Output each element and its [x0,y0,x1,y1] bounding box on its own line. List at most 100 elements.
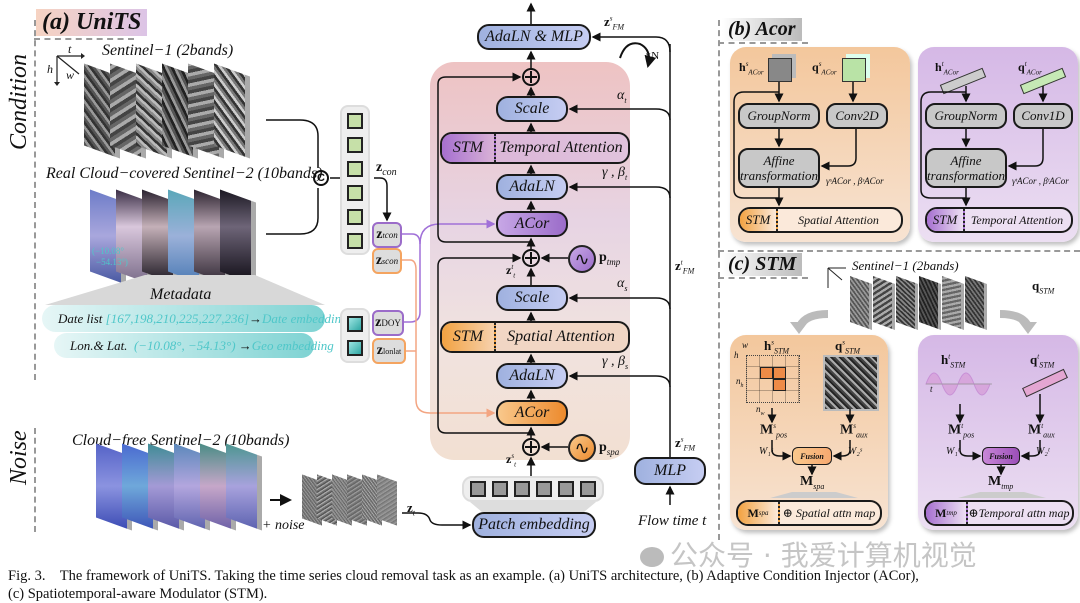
cloudy-frame [220,189,256,285]
stm-spatial-part: STM [442,323,496,351]
z-fm-s-label: zsFM [675,435,696,453]
residual-add-top [522,68,540,86]
stm-frame [942,275,964,331]
stm-part: STM [927,209,965,231]
stm-frame [873,275,895,331]
panel-b-left-border [718,20,720,540]
patch-token [580,481,596,497]
panel-c-title-underline [718,277,808,279]
w2-s-label: W₂ˢ [848,446,862,457]
patch-cell [760,367,773,379]
h-acor-t-label: htACor [935,60,959,77]
metadata-token [347,316,363,332]
lonlat-label: Lon.& Lat. [70,337,128,353]
caption-line-1: Fig. 3. The framework of UniTS. Taking t… [8,568,919,584]
flow-time-label: Flow time t [638,513,707,529]
stm-frame [850,275,872,331]
patch-token [470,481,486,497]
panel-a-title: (a) UniTS [36,9,148,36]
n-h-label: nh [736,376,744,389]
date-list-values: [167,198,210,225,227,236] [105,310,250,326]
z-t-t-label: ztt [506,263,516,280]
fusion-temporal-box: Fusion [982,447,1020,465]
stm-w-label: w [742,340,749,350]
gamma-beta-s-label: γ , βs [602,354,629,371]
adaln-mlp-block: AdaLN & MLP [477,24,591,50]
acor-temporal-block: ACor [496,211,568,237]
fusion-spatial-box: Fusion [792,447,832,465]
panel-c-top-border [718,250,1080,252]
sentinel1-label: Sentinel−1 (2bands) [102,42,234,59]
caption-line-2: (c) Spatiotemporal-aware Modulator (STM)… [8,586,268,602]
temporal-attention-label: Temporal Attention [499,139,623,156]
cloudy-lon-overlay: (−10.08° [92,246,124,256]
metadata-token-column [340,308,370,363]
patch-token-row [462,476,604,502]
q-stm-s-image [823,355,879,411]
condition-side-label: Condition [6,53,32,150]
condition-token [347,137,363,153]
temporal-pos-add [522,249,540,267]
metadata-token [347,340,363,356]
stm-frame [919,275,941,331]
temporal-sine-wave-icon [925,372,992,396]
stm-frame [896,275,918,331]
date-list-pill: Date list [167,198,210,225,227,236] → Da… [42,305,348,332]
adaln-spatial-block: AdaLN [496,363,568,389]
axis-t-label: t [68,42,72,56]
cloud-free-frame [226,443,262,531]
m-aux-t-label: Mtaux [1028,422,1055,440]
date-embedding-label: Date embedding [262,310,348,326]
z-con-label: zcon [376,160,397,178]
noise-frame [377,474,397,526]
condition-token-column [340,105,370,255]
condition-token [347,185,363,201]
gamma-beta-acor-t-label: γᵗACor , βᵗACor [1012,176,1069,186]
groupnorm-spatial-box: GroupNorm [738,103,820,129]
acor-spatial-attention-box: STM Spatial Attention [738,207,903,233]
p-tmp-label: ptmp [599,250,621,267]
axis-w-label: w [66,68,75,82]
plus-noise-label: + noise [262,518,305,533]
spatial-pos-add [522,438,540,456]
cloudy-lat-overlay: −54.13°) [96,257,128,267]
acor-spatial-block: ACor [496,400,568,426]
lonlat-values: (−10.08°, −54.13°) [133,337,236,353]
stm-axes-icon [827,267,846,288]
metadata-funnel [45,275,325,305]
z-t-label: zt [407,500,416,518]
date-list-arrow: → [249,310,263,326]
temporal-position-encoding-icon: ∿ [568,245,596,273]
q-stm-t-label: qtSTM [1030,352,1055,370]
patch-cell [773,367,786,379]
patch-token [536,481,552,497]
lonlat-arrow: → [238,337,252,353]
w2-t-label: W₂ᵗ [1036,446,1050,457]
patch-token [492,481,508,497]
condition-token [347,161,363,177]
t-axis-label: t [930,384,933,394]
m-aux-s-label: Msaux [840,422,868,440]
watermark: 公众号 · 我爱计算机视觉 [640,534,977,574]
panel-c-title: (c) STM [722,253,803,276]
w1-s-label: W₁ˢ [759,446,773,457]
n-w-label: nw [756,404,765,417]
adaln-temporal-block: AdaLN [496,174,568,200]
q-acor-s-label: qsACor [812,60,837,77]
panel-a-left-border [34,20,36,380]
patch-embedding-block: Patch embedding [472,512,596,538]
groupnorm-temporal-box: GroupNorm [925,103,1007,129]
stm-h-label: h [734,350,739,360]
stm-frame [965,275,987,331]
temporal-attention-label: Temporal Attention [970,212,1064,227]
panel-b-title: (b) Acor [722,18,802,41]
conv1d-box: Conv1D [1013,103,1073,129]
alpha-s-label: αs [617,276,628,293]
m-tmp-label: Mtmp [988,474,1014,491]
gamma-beta-t-label: γ , βt [602,165,628,182]
q-stm-s-label: qsSTM [835,338,861,356]
scale-temporal-block: Scale [496,96,568,122]
